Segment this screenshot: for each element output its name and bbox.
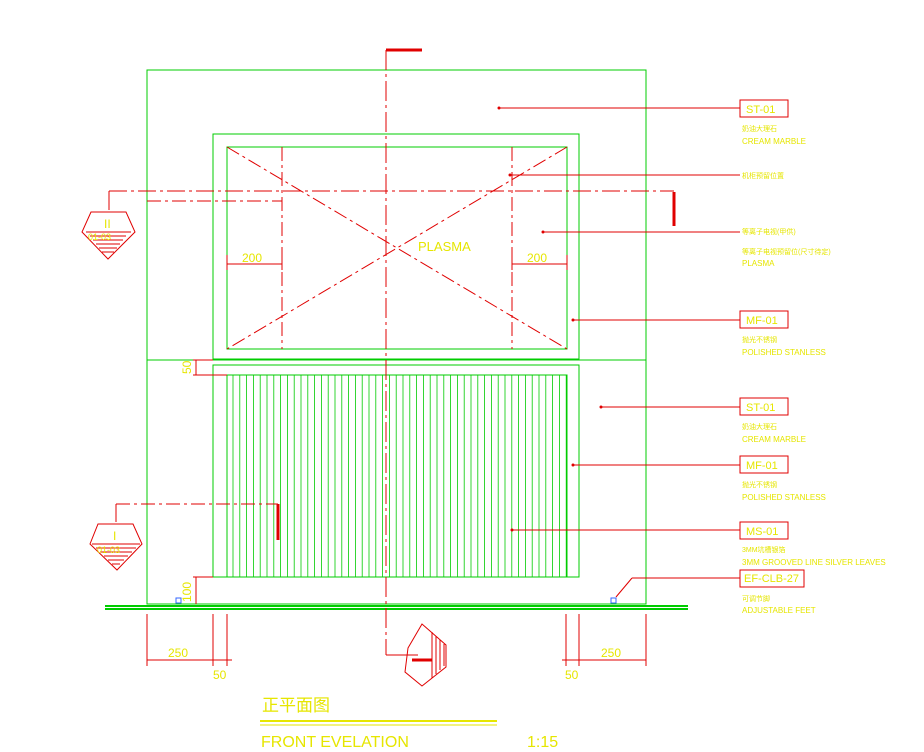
callout-en: POLISHED STANLESS <box>742 493 826 502</box>
callout-tag-boxes <box>739 99 805 588</box>
callout-en: ADJUSTABLE FEET <box>742 606 816 615</box>
callout-tag: MS-01 <box>746 526 778 538</box>
dim-left-250: 250 <box>168 646 188 660</box>
callout-leaders <box>499 107 740 598</box>
callout-en: CREAM MARBLE <box>742 137 806 146</box>
callout-en: CREAM MARBLE <box>742 435 806 444</box>
callout-tag: MF-01 <box>746 315 778 327</box>
dim-left-50: 50 <box>213 668 227 682</box>
plasma-center-label: PLASMA <box>418 239 471 254</box>
callout-en: 3MM GROOVED LINE SILVER LEAVES <box>742 558 886 567</box>
callout-en: POLISHED STANLESS <box>742 348 826 357</box>
callout-en: 等离子电视预留位(尺寸待定) <box>742 247 831 256</box>
callout-cn: 可调节脚 <box>742 594 770 603</box>
callout-cn: 奶油大理石 <box>742 124 777 133</box>
callout-cn: 等离子电视(甲供) <box>742 227 796 236</box>
drawing-scale: 1:15 <box>527 734 558 751</box>
callout-tag: ST-01 <box>746 402 775 414</box>
leader-dots <box>497 106 603 532</box>
section-marker-i-top: I <box>113 529 116 543</box>
foot-right <box>610 597 617 604</box>
dim-right-50: 50 <box>565 668 579 682</box>
cabinet-outline <box>146 69 647 605</box>
callout-cn: 3MM坑槽银箔 <box>742 545 786 554</box>
callout-tag: MF-01 <box>746 460 778 472</box>
elevation-marker-bottom <box>404 623 447 687</box>
section-marker-ii-bottom: 01-03 <box>88 232 111 242</box>
section-marker-ii-top: II <box>104 217 111 231</box>
title-en: FRONT EVELATION <box>261 734 409 751</box>
callout-en: PLASMA <box>742 259 775 268</box>
plasma-screen-marking <box>226 146 568 350</box>
callout-cn: 奶油大理石 <box>742 422 777 431</box>
lower-panel-inner <box>226 374 568 578</box>
section-marker-ii: II 01-03 <box>81 211 136 260</box>
dimension-lines <box>146 255 647 666</box>
section-marker-i: I 01-03 <box>89 523 143 571</box>
plasma-frame-inner <box>226 146 568 350</box>
callout-cn: 机柜预留位置 <box>742 171 784 180</box>
callout-tag: ST-01 <box>746 104 775 116</box>
section-marker-i-bottom: 01-03 <box>97 545 120 555</box>
callout-tag: EF-CLB-27 <box>744 573 799 585</box>
foot-left <box>175 597 182 604</box>
title-cn: 正平面图 <box>262 696 330 715</box>
callout-cn: 抛光不锈钢 <box>742 335 777 344</box>
dim-base-100: 100 <box>180 582 194 602</box>
plasma-frame-outer <box>212 133 580 360</box>
callout-cn: 抛光不锈钢 <box>742 480 777 489</box>
dim-right-250: 250 <box>601 646 621 660</box>
dim-screen-left: 200 <box>242 251 262 265</box>
grooved-lines <box>232 375 567 577</box>
dim-screen-right: 200 <box>527 251 547 265</box>
dim-gap-50: 50 <box>180 360 194 374</box>
